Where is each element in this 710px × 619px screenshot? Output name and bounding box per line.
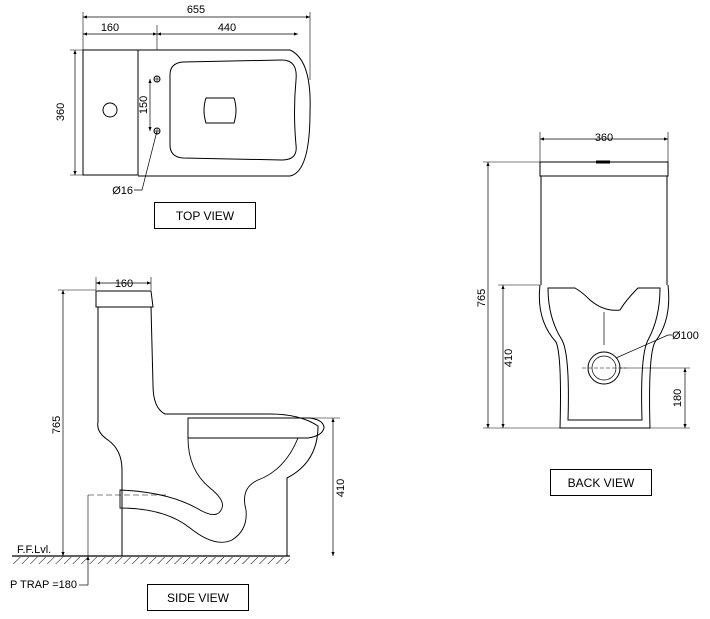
back-view: [483, 132, 690, 429]
top-tank-hole: [102, 102, 118, 118]
dimension-labels: 655 160 440 360 150 Ø16 160 765 410 F.F.…: [10, 4, 699, 591]
floor-level-label: F.F.Lvl.: [17, 544, 51, 556]
top-view-label: TOP VIEW: [154, 202, 256, 229]
side-body-outline: [97, 306, 319, 557]
dim-label-side-overall-height: 765: [51, 416, 63, 434]
dim-label-top-overall-length: 655: [187, 4, 205, 16]
dim-label-top-hole-spacing: 150: [138, 96, 150, 114]
back-pedestal-inner: [547, 287, 661, 421]
dim-label-back-seat-height: 410: [503, 349, 515, 367]
top-seat-outline: [169, 59, 297, 161]
side-tank-lid: [95, 290, 154, 308]
dim-label-side-seat-height: 410: [335, 479, 347, 497]
side-trapway: [119, 437, 299, 543]
back-tank: [540, 176, 668, 285]
back-view-label: BACK VIEW: [550, 469, 652, 496]
top-tank-outline: [82, 49, 139, 176]
dim-label-back-width: 360: [595, 132, 613, 144]
side-view-label: SIDE VIEW: [147, 584, 249, 611]
dim-label-top-width: 360: [55, 103, 67, 121]
back-pedestal-outer: [538, 284, 670, 429]
p-trap-label: P TRAP =180: [10, 579, 77, 591]
floor-hatch: [12, 557, 290, 564]
dim-label-top-bowl-length: 440: [218, 22, 236, 34]
dim-label-top-hole-diameter: Ø16: [112, 185, 133, 197]
top-bowl-opening: [203, 97, 237, 124]
dim-label-back-overall-height: 765: [476, 289, 488, 307]
side-view: [12, 277, 340, 586]
dim-label-back-outlet-height: 180: [672, 389, 684, 407]
top-bowl-outline: [138, 49, 311, 177]
dim-label-back-outlet-diameter: Ø100: [672, 330, 699, 342]
side-seat: [187, 417, 325, 439]
dim-label-side-tank-depth: 160: [115, 278, 133, 290]
hole-diameter-leader: [134, 130, 158, 191]
top-view: [70, 12, 311, 191]
dim-label-top-tank-depth: 160: [101, 22, 119, 34]
back-tank-top: [539, 161, 669, 177]
outlet-diameter-leader: [615, 334, 672, 359]
